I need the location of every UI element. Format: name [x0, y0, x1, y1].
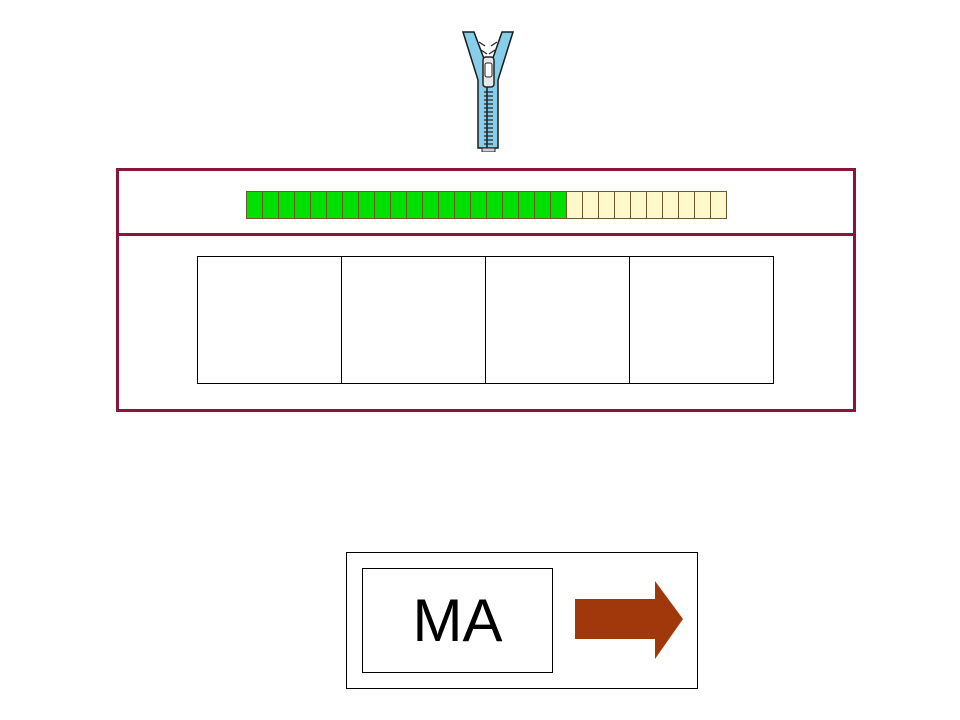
progress-segment-done — [262, 191, 279, 219]
answer-box: MA — [346, 552, 698, 689]
progress-segment-done — [358, 191, 375, 219]
arrow-right-icon[interactable] — [573, 579, 685, 661]
progress-segment-done — [406, 191, 423, 219]
progress-segment-todo — [630, 191, 647, 219]
progress-segment-todo — [694, 191, 711, 219]
word-text: MA — [412, 587, 503, 654]
progress-segment-todo — [566, 191, 583, 219]
answer-slot[interactable] — [485, 256, 630, 384]
progress-segment-todo — [614, 191, 631, 219]
progress-segment-done — [422, 191, 439, 219]
progress-segment-done — [246, 191, 263, 219]
answer-slot[interactable] — [629, 256, 774, 384]
progress-segment-done — [390, 191, 407, 219]
zipper-tape-right — [486, 31, 515, 149]
progress-segment-done — [550, 191, 567, 219]
zipper-icon — [461, 31, 515, 152]
progress-segment-todo — [710, 191, 727, 219]
panel-divider — [119, 233, 853, 236]
progress-segment-done — [470, 191, 487, 219]
answer-slot[interactable] — [197, 256, 342, 384]
progress-segment-done — [502, 191, 519, 219]
progress-segment-done — [374, 191, 391, 219]
progress-segment-todo — [598, 191, 615, 219]
progress-segment-done — [294, 191, 311, 219]
progress-segment-todo — [678, 191, 695, 219]
progress-segment-todo — [646, 191, 663, 219]
progress-segment-todo — [582, 191, 599, 219]
word-card[interactable]: MA — [362, 568, 553, 673]
answer-slot[interactable] — [341, 256, 486, 384]
progress-segment-done — [454, 191, 471, 219]
next-arrow-shape — [575, 581, 683, 659]
zipper-tape-left — [461, 31, 491, 149]
progress-segment-done — [310, 191, 327, 219]
progress-segment-done — [486, 191, 503, 219]
progress-segment-todo — [662, 191, 679, 219]
progress-bar — [246, 191, 727, 219]
progress-segment-done — [534, 191, 551, 219]
progress-segment-done — [518, 191, 535, 219]
answer-slots — [197, 256, 774, 384]
progress-segment-done — [278, 191, 295, 219]
progress-segment-done — [438, 191, 455, 219]
zipper-puzzle-panel — [116, 168, 856, 412]
progress-segment-done — [326, 191, 343, 219]
progress-segment-done — [342, 191, 359, 219]
